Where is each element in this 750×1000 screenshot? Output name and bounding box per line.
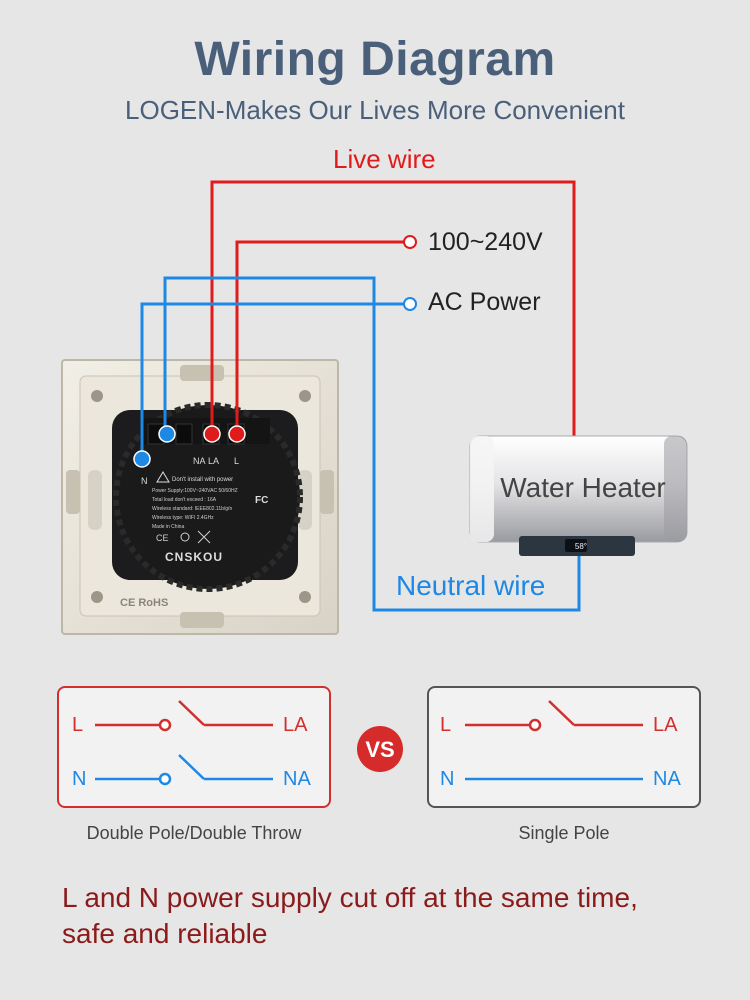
neutral-wire bbox=[140, 276, 581, 612]
voltage-label: 100~240V bbox=[428, 228, 543, 256]
n-label: N bbox=[72, 768, 86, 790]
warning-text: Don't install with power bbox=[172, 477, 233, 483]
spec-line: Wireless standard: IEEE802.11b/g/n bbox=[152, 506, 232, 512]
vs-text: VS bbox=[365, 737, 394, 762]
single-pole-schematic: L LA N NA bbox=[440, 700, 681, 790]
terminal-label-l: L bbox=[234, 456, 239, 466]
live-wire-label: Live wire bbox=[333, 144, 436, 174]
la-label: LA bbox=[283, 714, 308, 736]
la-label: LA bbox=[653, 714, 678, 736]
page-title: Wiring Diagram bbox=[194, 33, 556, 86]
single-pole-box: L LA N NA bbox=[427, 686, 701, 808]
water-heater bbox=[469, 435, 688, 556]
spec-line: Total load don't exceed : 16A bbox=[152, 497, 217, 503]
footer-text: L and N power supply cut off at the same… bbox=[62, 880, 722, 952]
live-wire bbox=[210, 180, 576, 436]
module-brand: CNSKOU bbox=[165, 550, 223, 564]
terminal-n bbox=[133, 450, 151, 468]
spec-line: Power Supply:100V~240VAC 50/60HZ bbox=[152, 488, 238, 494]
double-pole-schematic: L LA N NA bbox=[72, 700, 311, 790]
ac-power-label: AC Power bbox=[428, 288, 541, 316]
na-label: NA bbox=[653, 768, 681, 790]
water-heater-label: Water Heater bbox=[500, 472, 665, 503]
l-label: L bbox=[72, 714, 83, 736]
frame-mark: CE RoHS bbox=[120, 597, 168, 609]
heater-display: 58° bbox=[575, 542, 587, 551]
na-label: NA bbox=[283, 768, 311, 790]
terminal-label-na: NA bbox=[193, 456, 206, 466]
switch-module bbox=[112, 402, 303, 592]
double-pole-caption: Double Pole/Double Throw bbox=[86, 823, 302, 843]
single-pole-caption: Single Pole bbox=[518, 823, 610, 843]
cert-icons: CE bbox=[156, 530, 211, 544]
footer-line-2: safe and reliable bbox=[62, 918, 268, 949]
wiring-diagram: CE RoHS NA LA L N Don't install with pow… bbox=[61, 180, 688, 635]
l-label: L bbox=[440, 714, 451, 736]
terminal-label-la: LA bbox=[208, 456, 219, 466]
double-pole-box: L LA N NA bbox=[57, 686, 331, 808]
svg-text:CE: CE bbox=[156, 533, 169, 543]
terminal-label-n: N bbox=[141, 476, 148, 486]
neutral-wire-label: Neutral wire bbox=[396, 570, 546, 601]
fc-mark: FC bbox=[255, 495, 268, 506]
page-subtitle: LOGEN-Makes Our Lives More Convenient bbox=[125, 95, 625, 125]
vs-badge: VS bbox=[357, 726, 403, 772]
terminal-la bbox=[203, 425, 221, 443]
spec-line: Made in China bbox=[152, 524, 184, 530]
n-label: N bbox=[440, 768, 454, 790]
neutral-source-terminal bbox=[403, 297, 417, 311]
terminal-na bbox=[158, 425, 176, 443]
live-source-terminal bbox=[403, 235, 417, 249]
spec-line: Wireless type: WIFI 2.4GHz bbox=[152, 515, 214, 521]
footer-line-1: L and N power supply cut off at the same… bbox=[62, 882, 638, 913]
warning-icon bbox=[156, 471, 170, 483]
terminal-l bbox=[228, 425, 246, 443]
